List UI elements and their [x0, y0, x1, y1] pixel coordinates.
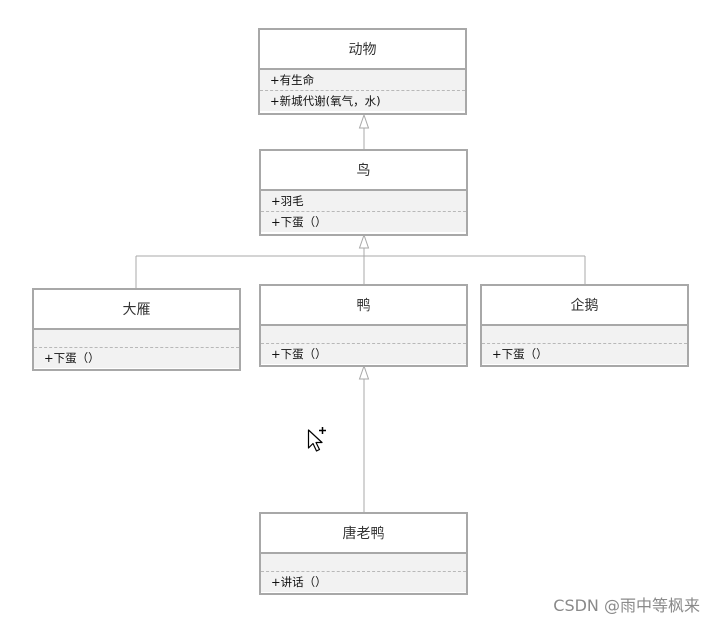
class-wild-goose-name: 大雁	[34, 290, 239, 330]
class-bird-operations: +下蛋（）	[261, 212, 466, 232]
operation-lay-egg: +下蛋（）	[271, 215, 327, 229]
class-penguin[interactable]: 企鹅 +下蛋（）	[480, 284, 689, 367]
arrowhead-duck	[358, 364, 370, 380]
class-wild-goose[interactable]: 大雁 +下蛋（）	[32, 288, 241, 371]
operation-lay-egg: +下蛋（）	[44, 351, 100, 365]
class-penguin-attributes	[482, 326, 687, 344]
class-donald-duck-name: 唐老鸭	[261, 514, 466, 554]
operation-lay-egg: +下蛋（）	[492, 347, 548, 361]
class-wild-goose-operations: +下蛋（）	[34, 348, 239, 368]
class-animal-name: 动物	[260, 30, 465, 70]
class-wild-goose-attributes	[34, 330, 239, 348]
class-duck-operations: +下蛋（）	[261, 344, 466, 364]
arrowhead-animal	[358, 113, 370, 129]
class-duck-name: 鸭	[261, 286, 466, 326]
class-bird[interactable]: 鸟 +羽毛 +下蛋（）	[259, 149, 468, 236]
class-bird-name: 鸟	[261, 151, 466, 191]
class-duck[interactable]: 鸭 +下蛋（）	[259, 284, 468, 367]
class-donald-duck[interactable]: 唐老鸭 +讲话（）	[259, 512, 468, 595]
cursor-add-icon	[307, 427, 326, 452]
class-penguin-operations: +下蛋（）	[482, 344, 687, 364]
arrowhead-bird	[358, 233, 370, 249]
class-donald-duck-operations: +讲话（）	[261, 572, 466, 592]
watermark: CSDN @雨中等枫来	[553, 596, 700, 615]
attribute-alive: +有生命	[270, 73, 315, 87]
class-animal-attributes: +有生命	[260, 70, 465, 91]
class-donald-duck-attributes	[261, 554, 466, 572]
operation-speak: +讲话（）	[271, 575, 327, 589]
class-penguin-name: 企鹅	[482, 286, 687, 326]
class-animal-operations: +新城代谢(氧气，水)	[260, 91, 465, 111]
operation-metabolism: +新城代谢(氧气，水)	[270, 94, 381, 108]
class-bird-attributes: +羽毛	[261, 191, 466, 212]
attribute-feather: +羽毛	[271, 194, 304, 208]
class-duck-attributes	[261, 326, 466, 344]
class-animal[interactable]: 动物 +有生命 +新城代谢(氧气，水)	[258, 28, 467, 115]
operation-lay-egg: +下蛋（）	[271, 347, 327, 361]
